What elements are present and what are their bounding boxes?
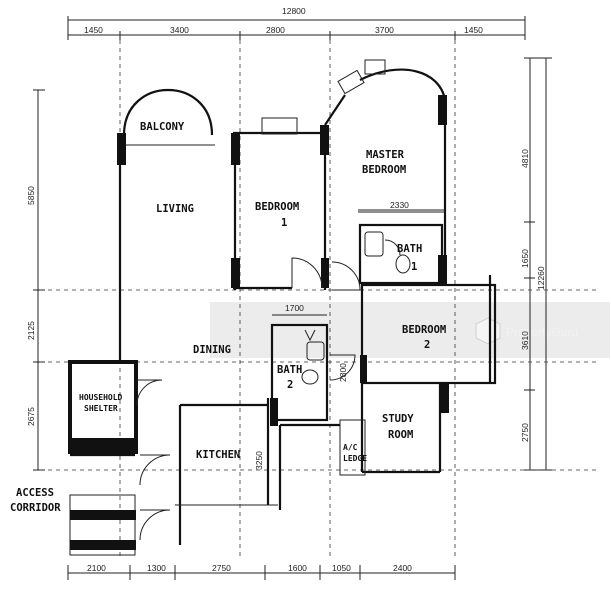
dim-kitchen-depth: 3250 xyxy=(254,451,264,470)
dim-top-1: 1450 xyxy=(84,25,103,35)
label-bedroom2-line2: 2 xyxy=(424,339,430,351)
watermark-text: PropertyGuru xyxy=(506,325,578,339)
dim-top-4: 3700 xyxy=(375,25,394,35)
label-bedroom1-line2: 1 xyxy=(281,217,287,229)
dim-left-1: 5850 xyxy=(26,186,36,205)
label-access-line1: ACCESS xyxy=(16,487,54,499)
label-living: LIVING xyxy=(156,203,194,215)
right-dimensions: 4810 1650 3610 2750 12260 xyxy=(520,57,552,471)
label-bath2-line1: BATH xyxy=(277,364,302,376)
dim-top-5: 1450 xyxy=(464,25,483,35)
watermark-band xyxy=(210,302,610,358)
windows xyxy=(261,59,386,135)
dim-bottom-3: 2750 xyxy=(212,563,231,573)
dim-right-3: 3610 xyxy=(520,331,530,350)
dim-right-total: 12260 xyxy=(536,266,546,290)
dim-top-total: 12800 xyxy=(282,6,306,16)
label-study-line1: STUDY xyxy=(382,413,414,425)
dim-bottom-4: 1600 xyxy=(288,563,307,573)
label-acledge-line2: LEDGE xyxy=(343,454,367,463)
label-dining: DINING xyxy=(193,344,231,356)
dim-bottom-6: 2400 xyxy=(393,563,412,573)
label-bedroom2-line1: BEDROOM xyxy=(402,324,446,336)
dim-right-1: 4810 xyxy=(520,149,530,168)
label-kitchen: KITCHEN xyxy=(196,449,240,461)
label-balcony: BALCONY xyxy=(140,121,185,133)
dim-bath1-width: 2330 xyxy=(390,200,409,210)
dim-top-2: 3400 xyxy=(170,25,189,35)
top-dimensions: 12800 1450 3400 2800 3700 1450 xyxy=(67,6,526,40)
structural-columns xyxy=(70,95,449,550)
dim-right-2: 1650 xyxy=(520,249,530,268)
dim-bath2-width: 1700 xyxy=(285,303,304,313)
dim-bottom-2: 1300 xyxy=(147,563,166,573)
label-household-line1: HOUSEHOLD xyxy=(79,393,123,402)
dim-bath2-door: 2800 xyxy=(338,363,348,382)
bath-fixtures xyxy=(301,231,411,385)
dim-left-2: 2125 xyxy=(26,321,36,340)
label-study-line2: ROOM xyxy=(388,429,413,441)
label-access-line2: CORRIDOR xyxy=(10,502,61,514)
label-bath2-line2: 2 xyxy=(287,379,293,391)
label-bath1-line2: 1 xyxy=(411,261,417,273)
inner-dimensions: 2330 1700 3250 2800 xyxy=(254,200,445,470)
dim-top-3: 2800 xyxy=(266,25,285,35)
label-bath1-line1: BATH xyxy=(397,243,422,255)
dim-bottom-5: 1050 xyxy=(332,563,351,573)
label-master-line1: MASTER xyxy=(366,149,405,161)
dim-bottom-1: 2100 xyxy=(87,563,106,573)
room-labels: BALCONY LIVING BEDROOM 1 MASTER BEDROOM … xyxy=(10,121,446,514)
label-acledge-line1: A/C xyxy=(343,443,358,452)
label-bedroom1-line1: BEDROOM xyxy=(255,201,299,213)
dim-left-3: 2675 xyxy=(26,407,36,426)
left-dimensions: 5850 2125 2675 xyxy=(26,89,45,471)
dim-right-4: 2750 xyxy=(520,423,530,442)
bottom-dimensions: 2100 1300 2750 1600 1050 2400 xyxy=(67,563,456,580)
grid-lines xyxy=(40,40,600,560)
label-master-line2: BEDROOM xyxy=(362,164,406,176)
door-swings xyxy=(136,239,401,541)
label-household-line2: SHELTER xyxy=(84,404,118,413)
